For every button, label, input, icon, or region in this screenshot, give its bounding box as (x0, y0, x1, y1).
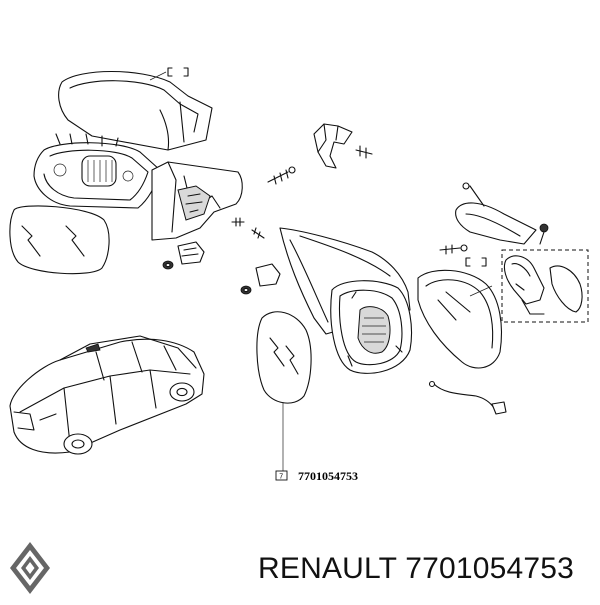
side-cover (455, 182, 537, 245)
outer-shell (417, 269, 503, 369)
footer-label: RENAULT 7701054753 (258, 552, 574, 586)
screws-center (231, 217, 281, 295)
motor-housing (330, 280, 413, 374)
mirror-base (151, 161, 243, 241)
cable-wire (428, 380, 507, 415)
renault-diamond-icon (10, 542, 50, 594)
mirror-glass-center (256, 311, 312, 404)
dashed-assembly-box (501, 249, 589, 323)
small-connector-left (162, 241, 205, 270)
footer-part-number: 7701054753 (405, 552, 575, 585)
bracket-marker-right (465, 257, 487, 267)
screw-right (539, 223, 549, 245)
upper-bracket (313, 123, 353, 169)
mirror-glass-left (9, 205, 110, 275)
callout-key: 7 (279, 474, 283, 481)
screw-pin-right (439, 244, 468, 255)
mirror-cover (58, 71, 213, 151)
mirror-frame (33, 133, 161, 209)
bracket-marker-top (149, 67, 189, 81)
upper-screws (267, 145, 373, 185)
footer-brand: RENAULT (258, 552, 397, 585)
car-illustration (9, 335, 205, 455)
renault-logo (2, 540, 58, 596)
callout-part-number: 7701054753 (298, 469, 358, 483)
part-callout: 7 7701054753 (275, 469, 358, 483)
